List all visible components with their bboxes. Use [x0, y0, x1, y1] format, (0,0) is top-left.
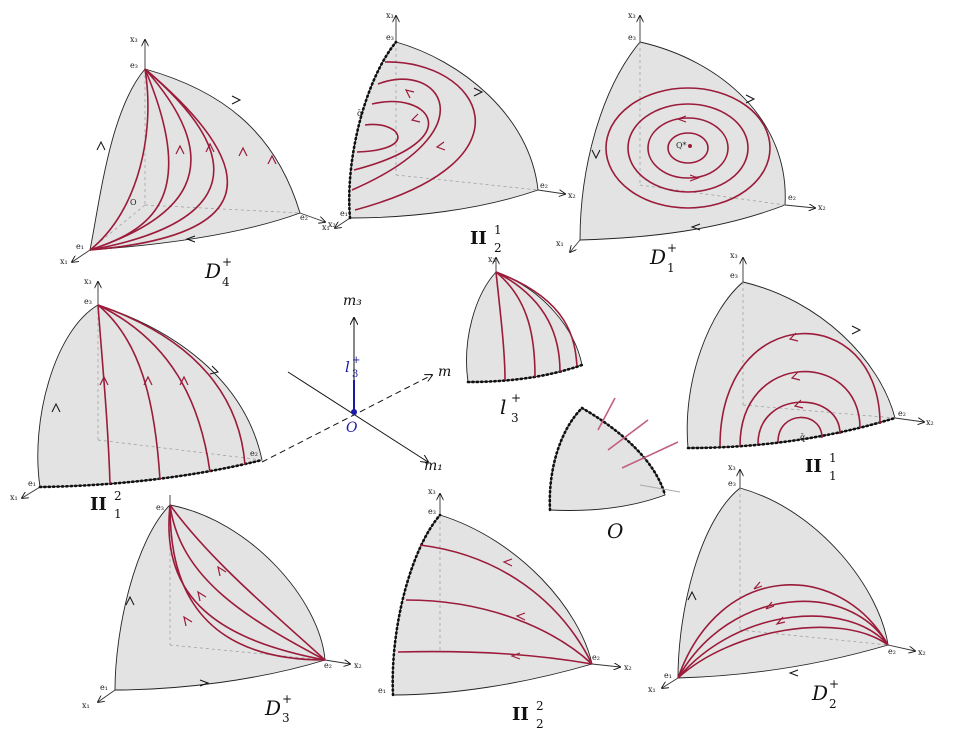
panel-d4: e₃ x₃ e₂ x₂ e₁ x₁ O D + 4: [60, 35, 336, 289]
panel-o: O: [548, 397, 681, 543]
origin-o-label: O: [346, 420, 358, 436]
panel-sub: 2: [829, 697, 837, 711]
panel-sup: 2: [536, 699, 544, 713]
x2-label: x₂: [624, 663, 632, 672]
e1-label: e₁: [664, 671, 672, 680]
panel-title: II: [512, 704, 529, 725]
panel-title: D: [811, 681, 828, 705]
panel-sub: 1: [114, 507, 122, 521]
x2-label: x₂: [354, 661, 362, 670]
e1-label: e₁: [100, 683, 108, 692]
panel-sub: 2: [536, 717, 544, 731]
x1-label: x₁: [648, 685, 656, 694]
e3-label: e₃: [130, 61, 138, 70]
x3-label: x₃: [488, 255, 496, 264]
e2-label: e₂: [592, 653, 600, 662]
panel-title: II: [805, 456, 822, 477]
l3-label: l: [345, 358, 350, 376]
panel-title: O: [607, 519, 623, 543]
panel-sub: 2: [494, 241, 502, 255]
x3-label: x₃: [730, 251, 738, 260]
e3-label: e₃: [428, 507, 436, 516]
panel-sup: +: [222, 255, 232, 269]
x1-label: x₁: [322, 223, 330, 232]
panel-title: l: [500, 395, 506, 419]
e2-label: e₂: [250, 449, 258, 458]
panel-sub: 1: [667, 261, 675, 275]
qbar-label: q̄: [800, 433, 805, 442]
qbar-label: q̄: [357, 109, 362, 118]
l3-sub: 3: [352, 369, 358, 380]
panel-d1: e₃ x₃ e₂ x₂ x₁ Q* D + 1: [556, 11, 826, 275]
panel-ii12-top: e₃ x₃ e₂ x₂ e₁ x₁ q̄ II 1 2: [322, 11, 576, 255]
x2-label: x₂: [918, 648, 926, 657]
e2-label: e₂: [788, 193, 796, 202]
x2-label: x₂: [328, 220, 336, 229]
e3-label: e₃: [386, 33, 394, 42]
m1-label: m₁: [424, 458, 443, 474]
x2-label: x₂: [926, 418, 934, 427]
e2-label: e₂: [898, 409, 906, 418]
panel-sub: 3: [511, 411, 519, 425]
x1-label: x₁: [556, 239, 564, 248]
x1-label: x₁: [60, 257, 68, 266]
panel-sup: +: [282, 692, 292, 706]
e3-label: e₃: [156, 503, 164, 512]
parameter-diagram: m₃ m₁ m O l + 3: [261, 293, 451, 474]
panel-ii11: e₃ x₃ e₂ x₂ q̄ II 1 1: [686, 251, 934, 483]
panel-sup: +: [511, 391, 521, 405]
panel-d2: e₃ x₃ e₂ x₂ e₁ x₁ D + 2: [648, 463, 926, 711]
x3-label: x₃: [84, 277, 92, 286]
e3-label: e₃: [728, 479, 736, 488]
qstar-label: Q*: [676, 141, 687, 150]
panel-ii21: e₃ x₃ e₂ e₁ x₁ II 2 1: [10, 277, 264, 521]
panel-sub: 3: [282, 711, 290, 725]
x3-label: x₃: [130, 35, 138, 44]
m-label: m: [438, 364, 451, 380]
panel-l3: x₃ l + 3: [466, 255, 584, 425]
x2-label: x₂: [568, 191, 576, 200]
origin-label: O: [130, 198, 137, 207]
panel-sub: 4: [222, 275, 230, 289]
panel-sup: 1: [494, 223, 502, 237]
x3-label: x₃: [386, 11, 394, 20]
e3-label: e₃: [84, 297, 92, 306]
e1-label: e₁: [76, 242, 84, 251]
panel-sup: 2: [114, 489, 122, 503]
panel-title: D: [264, 696, 281, 720]
e1-label: e₁: [28, 479, 36, 488]
e3-label: e₃: [730, 271, 738, 280]
x3-label: x₃: [428, 487, 436, 496]
x1-label: x₁: [82, 701, 90, 710]
panel-title: D: [204, 259, 221, 283]
panel-title: II: [470, 228, 487, 249]
panel-sup: 1: [829, 451, 837, 465]
e1-label: e₁: [340, 209, 348, 218]
x2-label: x₂: [818, 203, 826, 212]
panel-title: II: [90, 494, 107, 515]
panel-sup: +: [667, 241, 677, 255]
panel-sub: 1: [829, 469, 837, 483]
l3-sup: +: [352, 355, 360, 366]
e2-label: e₂: [324, 661, 332, 670]
e2-label: e₂: [540, 181, 548, 190]
e3-label: e₃: [628, 33, 636, 42]
panel-ii22: e₃ x₃ e₂ x₂ e₁ II 2 2: [378, 487, 632, 731]
e2-label: e₂: [888, 647, 896, 656]
x3-label: x₃: [628, 11, 636, 20]
x3-label: x₃: [728, 463, 736, 472]
m3-label: m₃: [343, 293, 362, 309]
x1-label: x₁: [10, 493, 18, 502]
panel-sup: +: [829, 677, 839, 691]
e2-label: e₂: [300, 213, 308, 222]
e1-label: e₁: [378, 686, 386, 695]
panel-d3: e₃ e₂ x₂ e₁ x₁ D + 3: [82, 495, 362, 725]
panel-title: D: [649, 245, 666, 269]
